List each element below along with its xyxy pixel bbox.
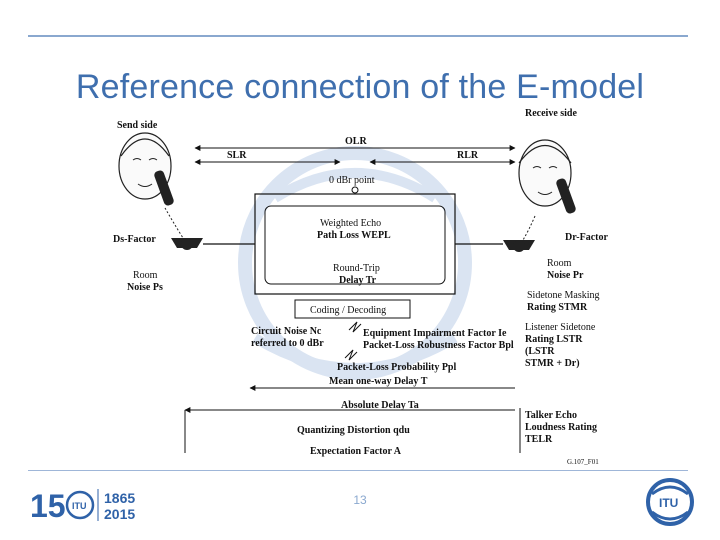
round-trip-label-1: Round-Trip — [333, 263, 380, 274]
itu-logo: ITU — [640, 472, 700, 532]
dr-factor-label: Dr-Factor — [565, 232, 608, 243]
equipment-impairment-label: Equipment Impairment Factor Ie — [363, 328, 507, 339]
room-noise-pr-label-1: Room — [547, 258, 572, 269]
circuit-noise-label-1: Circuit Noise Nc — [251, 326, 322, 337]
rlr-label: RLR — [457, 150, 479, 161]
packet-loss-probability-label: Packet-Loss Probability Ppl — [337, 362, 456, 373]
receive-side-person-icon — [518, 139, 576, 214]
packet-loss-robustness-label: Packet-Loss Robustness Factor Bpl — [363, 340, 514, 351]
weighted-echo-label-1: Weighted Echo — [320, 218, 381, 229]
svg-text:2015: 2015 — [104, 506, 135, 522]
sidetone-masking-label-2: Rating STMR — [527, 302, 588, 313]
slide-title: Reference connection of the E-model — [75, 68, 645, 106]
round-trip-label-2: Delay Tr — [339, 275, 377, 286]
itu-globe-icon — [65, 490, 95, 520]
receive-telephone-icon — [503, 215, 536, 252]
sidetone-masking-label-1: Sidetone Masking — [527, 290, 600, 301]
ds-factor-label: Ds-Factor — [113, 234, 156, 245]
send-telephone-icon — [164, 207, 203, 250]
mean-one-way-delay-label: Mean one-way Delay T — [329, 376, 428, 387]
itu-150-logo: 15 ITU 1865 2015 — [30, 485, 150, 525]
svg-text:15: 15 — [30, 488, 66, 524]
receive-side-label: Receive side — [525, 108, 577, 119]
room-noise-pr-label-2: Noise Pr — [547, 270, 584, 281]
room-noise-ps-label-1: Room — [133, 270, 158, 281]
weighted-echo-label-2: Path Loss WEPL — [317, 230, 391, 241]
quantizing-distortion-label: Quantizing Distortion qdu — [297, 425, 410, 436]
top-divider — [28, 35, 688, 37]
expectation-factor-label: Expectation Factor A — [310, 446, 402, 457]
talker-echo-label-2: Loudness Rating — [525, 422, 597, 433]
svg-text:ITU: ITU — [659, 496, 678, 510]
listener-sidetone-label-1: Listener Sidetone — [525, 322, 596, 333]
send-side-person-icon — [118, 132, 174, 206]
zero-dbr-point-label: 0 dBr point — [329, 175, 375, 186]
page-number: 13 — [353, 493, 367, 507]
itu-globe-icon — [646, 478, 694, 526]
itu-watermark — [238, 146, 472, 380]
listener-sidetone-label-3: (LSTR — [525, 346, 555, 357]
olr-label: OLR — [345, 136, 367, 147]
talker-echo-label-3: TELR — [525, 434, 553, 445]
svg-text:ITU: ITU — [72, 501, 87, 511]
listener-sidetone-label-2: Rating LSTR — [525, 334, 583, 345]
listener-sidetone-label-4: STMR + Dr) — [525, 358, 580, 369]
slr-label: SLR — [227, 150, 247, 161]
figure-reference: G.107_F01 — [567, 458, 599, 466]
talker-echo-label-1: Talker Echo — [525, 410, 577, 421]
room-noise-ps-label-2: Noise Ps — [127, 282, 163, 293]
absolute-delay-label: Absolute Delay Ta — [341, 400, 419, 411]
bottom-divider — [28, 470, 688, 471]
svg-text:1865: 1865 — [104, 490, 135, 506]
send-side-label: Send side — [117, 120, 158, 131]
coding-decoding-label: Coding / Decoding — [310, 305, 386, 316]
circuit-noise-label-2: referred to 0 dBr — [251, 338, 324, 349]
e-model-diagram: Send side Receive side OLR SLR RLR 0 dBr… — [105, 108, 625, 473]
